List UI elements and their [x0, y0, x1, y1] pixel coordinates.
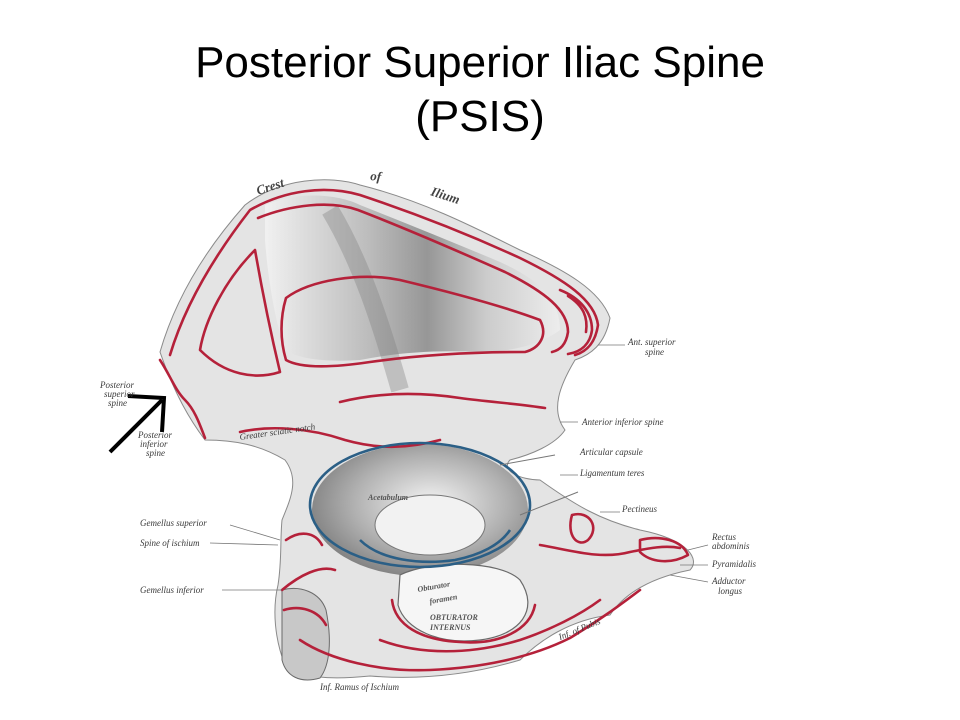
- pectineus-line: [569, 512, 595, 544]
- obturator-red: [390, 598, 537, 644]
- adductor-label-1: Adductor: [711, 576, 746, 586]
- ramus-of-ischium-label: Inf. Ramus of Ischium: [319, 682, 399, 692]
- fossa-streak: [322, 205, 409, 393]
- pis-label-2: inferior: [140, 439, 168, 449]
- ligamentum-teres-label: Ligamentum teres: [579, 468, 645, 478]
- asis-label-2: spine: [645, 347, 664, 357]
- leader-lines: [209, 344, 709, 591]
- gluteal-line-upper: [198, 248, 282, 377]
- pubic-line: [538, 543, 682, 557]
- fossa-border: [280, 275, 545, 368]
- title-line-1: Posterior Superior Iliac Spine: [195, 38, 765, 87]
- pis-label-3: spine: [146, 448, 165, 458]
- rectus-label-2: abdominis: [712, 541, 750, 551]
- spine-of-ischium-label: Spine of ischium: [140, 538, 200, 548]
- arcuate-line: [338, 392, 547, 410]
- slide-title: Posterior Superior Iliac Spine (PSIS): [0, 36, 960, 144]
- articular-capsule-label: Articular capsule: [579, 447, 643, 457]
- pis-label-1: Posterior: [137, 430, 172, 440]
- ischial-lines: [280, 532, 337, 627]
- crest-label-2: of: [370, 168, 384, 184]
- iliac-fossa: [265, 195, 560, 361]
- articular-capsule-outline: [308, 441, 532, 569]
- crest-inner-line: [256, 203, 570, 354]
- psis-label-2: superior: [104, 389, 135, 399]
- asis-rings: [558, 288, 594, 356]
- crest-outer-line: [168, 188, 600, 357]
- acetabular-notch: [374, 494, 486, 556]
- acetabulum-label: Acetabulum: [367, 493, 408, 502]
- crest-label-3: Ilium: [428, 183, 462, 207]
- inferior-ramus-outer: [298, 588, 642, 672]
- adductor-label-2: longus: [718, 586, 743, 596]
- obturator-foramen: [397, 563, 529, 642]
- ischial-tuberosity: [281, 587, 330, 681]
- pubis-tip: [638, 536, 690, 563]
- asis-label-1: Ant. superior: [627, 337, 676, 347]
- pyramidalis-label: Pyramidalis: [711, 559, 756, 569]
- obturator-internus-label: INTERNUS: [429, 623, 471, 632]
- inferior-ramus-inner: [378, 598, 602, 653]
- aiis-label: Anterior inferior spine: [581, 417, 664, 427]
- gemellus-superior-label: Gemellus superior: [140, 518, 207, 528]
- psis-label-1: Posterior: [99, 380, 134, 390]
- greater-sciatic-line: [238, 426, 442, 449]
- obturator-membrane-label: OBTURATOR: [430, 613, 479, 622]
- psis-arrow-icon: [108, 394, 167, 454]
- posterior-spine-line: [158, 358, 207, 440]
- hip-bone-diagram: Crest of Ilium Acetabulum Obturator fora…: [99, 168, 756, 692]
- rectus-label-1: Rectus: [711, 532, 736, 542]
- gemellus-inferior-label: Gemellus inferior: [140, 585, 204, 595]
- pectineus-label: Pectineus: [621, 504, 657, 514]
- psis-label-3: spine: [108, 398, 127, 408]
- capsule-inner: [359, 529, 512, 564]
- title-line-2: (PSIS): [415, 92, 545, 141]
